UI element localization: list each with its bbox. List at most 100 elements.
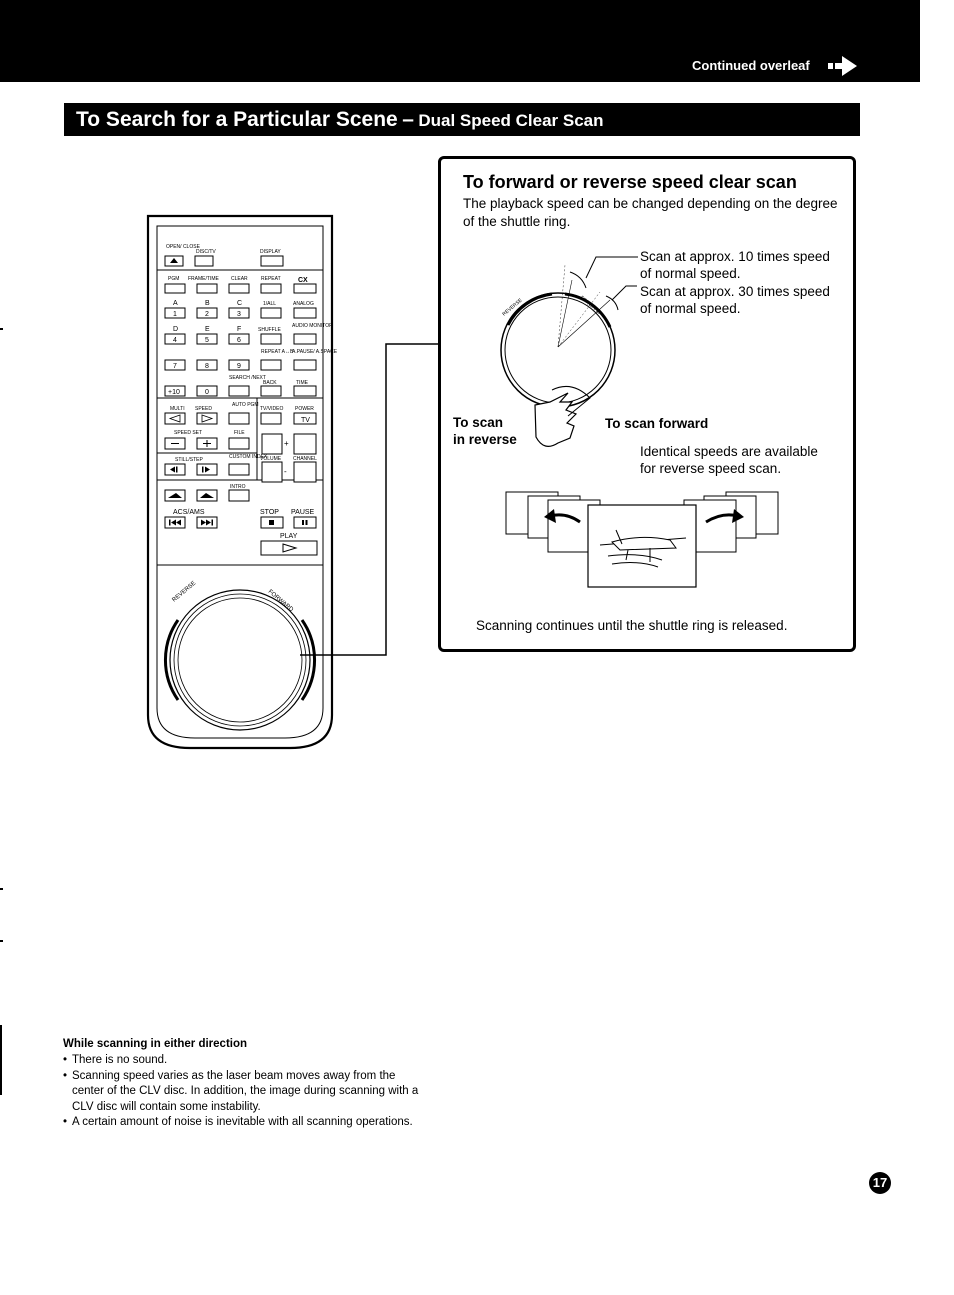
play-label: PLAY [280, 533, 298, 540]
back-label: BACK [263, 380, 277, 386]
svg-text:3: 3 [237, 311, 241, 318]
time-label: TIME [296, 380, 309, 386]
channel-down-button [293, 461, 317, 483]
ring-forward-text: FORWARD [579, 295, 603, 316]
frame-time-button [196, 283, 218, 294]
speed-label: SPEED [195, 406, 212, 412]
shuttle-ring-diagram: REVERSE FORWARD [500, 256, 779, 588]
label-a: A [173, 300, 178, 307]
repeat-ab-label: REPEAT A↔B [261, 349, 294, 355]
notes-heading: While scanning in either direction [63, 1038, 248, 1050]
play-button [260, 540, 318, 556]
frame-time-label: FRAME/TIME [188, 276, 219, 282]
page-edge-mark [0, 888, 3, 890]
key-0 [196, 385, 218, 397]
svg-text:-: - [284, 467, 287, 476]
remote-control-illustration: OPEN/ CLOSE DISC/TV DISPLAY PGM FRAME/TI… [146, 214, 338, 750]
scan-info-panel [438, 156, 856, 652]
section-title-bar: To Search for a Particular Scene – Dual … [64, 103, 860, 136]
repeat-label: REPEAT [261, 276, 281, 282]
audio-monitor-label: AUDIO MONITOR [292, 323, 333, 329]
pgm-label: PGM [168, 276, 179, 282]
intro-label: INTRO [230, 484, 246, 490]
page-edge-mark [0, 1025, 2, 1095]
scan-reverse-line2: in reverse [453, 432, 517, 447]
page-edge-mark [0, 940, 3, 942]
key-6 [228, 333, 250, 345]
one-all-label: 1/ALL [263, 301, 276, 307]
speed-set-label: SPEED SET [174, 430, 202, 436]
label-e: E [205, 326, 210, 333]
back-button [260, 385, 282, 397]
svg-text:5: 5 [205, 337, 209, 344]
scan-30x-line1: Scan at approx. 30 times speed [640, 284, 830, 299]
scan-30x-line2: of normal speed. [640, 301, 741, 316]
svg-text:7: 7 [173, 363, 177, 370]
time-button [293, 385, 317, 397]
disc-tv-label: DISC/TV [196, 249, 216, 255]
channel-up-button [293, 433, 317, 455]
identical-speeds-line2: for reverse speed scan. [640, 461, 782, 476]
seaplane-image [599, 529, 687, 568]
shuffle-label: SHUFFLE [258, 327, 281, 333]
svg-text:6: 6 [237, 337, 241, 344]
connector-line [300, 343, 440, 656]
pause-button [293, 516, 317, 529]
auto-pgm-button [228, 412, 250, 425]
analog-button [293, 307, 317, 319]
power-label: POWER [295, 406, 314, 412]
search-next-button [228, 385, 250, 397]
identical-speeds-line1: Identical speeds are available [640, 444, 818, 459]
acs-ams-label: ACS/AMS [173, 509, 205, 516]
svg-text:1: 1 [173, 311, 177, 318]
svg-text:2: 2 [205, 311, 209, 318]
key-9 [228, 359, 250, 371]
key-7 [164, 359, 186, 371]
page-subtitle: Dual Speed Clear Scan [418, 111, 604, 130]
channel-label: CHANNEL [293, 456, 317, 462]
cx-button [293, 283, 317, 294]
label-b: B [205, 300, 210, 307]
file-label: FILE [234, 430, 245, 436]
svg-text:9: 9 [237, 363, 241, 370]
note-item: There is no sound. [63, 1053, 423, 1069]
key-1 [164, 307, 186, 319]
tv-video-label: TV/VIDEO [260, 406, 283, 412]
display-button [260, 255, 284, 267]
panel-heading: To forward or reverse speed clear scan [463, 172, 797, 192]
notes-list: There is no sound. Scanning speed varies… [63, 1053, 423, 1131]
label-f: F [237, 326, 241, 333]
page-edge-mark [0, 328, 3, 330]
header-bar [0, 0, 920, 82]
open-close-label: OPEN/ CLOSE [166, 244, 201, 250]
disc-tv-button [194, 255, 214, 267]
key-plus10 [164, 385, 186, 397]
key-4 [164, 333, 186, 345]
key-2 [196, 307, 218, 319]
display-label: DISPLAY [260, 249, 281, 255]
scan-forward-label: To scan forward [605, 416, 709, 431]
cx-label: CX [298, 277, 308, 284]
power-button [293, 412, 317, 425]
intro-button [228, 489, 250, 502]
volume-up-button [261, 433, 283, 455]
file-button [228, 437, 250, 450]
audio-monitor-button [293, 333, 317, 345]
svg-text:+: + [284, 439, 289, 448]
analog-label: ANALOG [293, 301, 314, 307]
note-item: Scanning speed varies as the laser beam … [63, 1069, 423, 1116]
pause-label: PAUSE [291, 509, 315, 516]
shuffle-button [260, 333, 282, 345]
volume-label: VOLUME [260, 456, 282, 462]
search-next-label: SEARCH /NEXT [229, 375, 266, 381]
repeat-button [260, 283, 282, 294]
repeat-ab-button [260, 359, 282, 371]
clear-label: CLEAR [231, 276, 248, 282]
svg-text:TV: TV [301, 417, 310, 424]
key-5 [196, 333, 218, 345]
stop-label: STOP [260, 509, 279, 516]
custom-index-button [228, 463, 250, 476]
clear-button [228, 283, 250, 294]
arrow-right-icon [828, 56, 857, 76]
note-item: A certain amount of noise is inevitable … [63, 1115, 423, 1131]
